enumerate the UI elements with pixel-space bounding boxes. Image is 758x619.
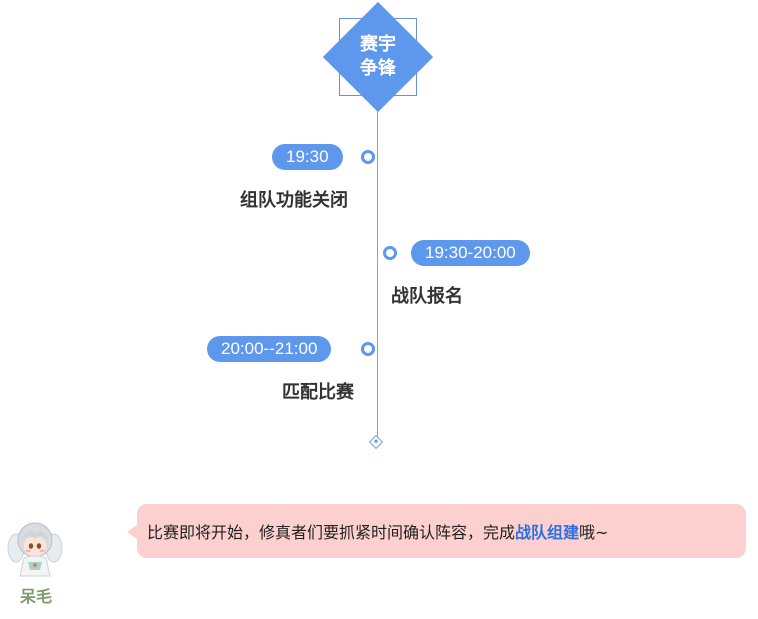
timeline-event-label: 战队报名 <box>391 286 463 307</box>
timeline-dot <box>383 246 397 260</box>
timeline-line <box>377 112 378 437</box>
title-line-1: 赛宇 <box>360 34 396 55</box>
chat-bubble-tail <box>127 524 138 540</box>
chat-bubble: 比赛即将开始，修真者们要抓紧时间确认阵容，完成战队组建哦~ <box>137 504 746 558</box>
title-line-2: 争锋 <box>360 58 396 79</box>
timeline-event-label: 组队功能关闭 <box>240 190 348 211</box>
chat-message-highlight: 战队组建 <box>515 523 580 542</box>
avatar <box>6 518 64 580</box>
timeline-event-label: 匹配比赛 <box>282 382 354 403</box>
chat-message-text: 比赛即将开始，修真者们要抓紧时间确认阵容，完成 <box>147 523 516 542</box>
timeline-time-pill: 19:30 <box>272 144 343 170</box>
avatar-character-icon <box>7 522 63 577</box>
chat-message-suffix: 哦~ <box>579 523 609 542</box>
speaker-name: 呆毛 <box>20 587 53 606</box>
timeline-time-pill: 20:00--21:00 <box>207 336 332 362</box>
timeline-end-marker <box>368 434 384 450</box>
timeline-dot <box>361 150 375 164</box>
page-title: 赛宇 争锋 <box>339 18 417 96</box>
timeline-dot <box>361 342 375 356</box>
timeline-time-pill: 19:30-20:00 <box>411 240 530 266</box>
